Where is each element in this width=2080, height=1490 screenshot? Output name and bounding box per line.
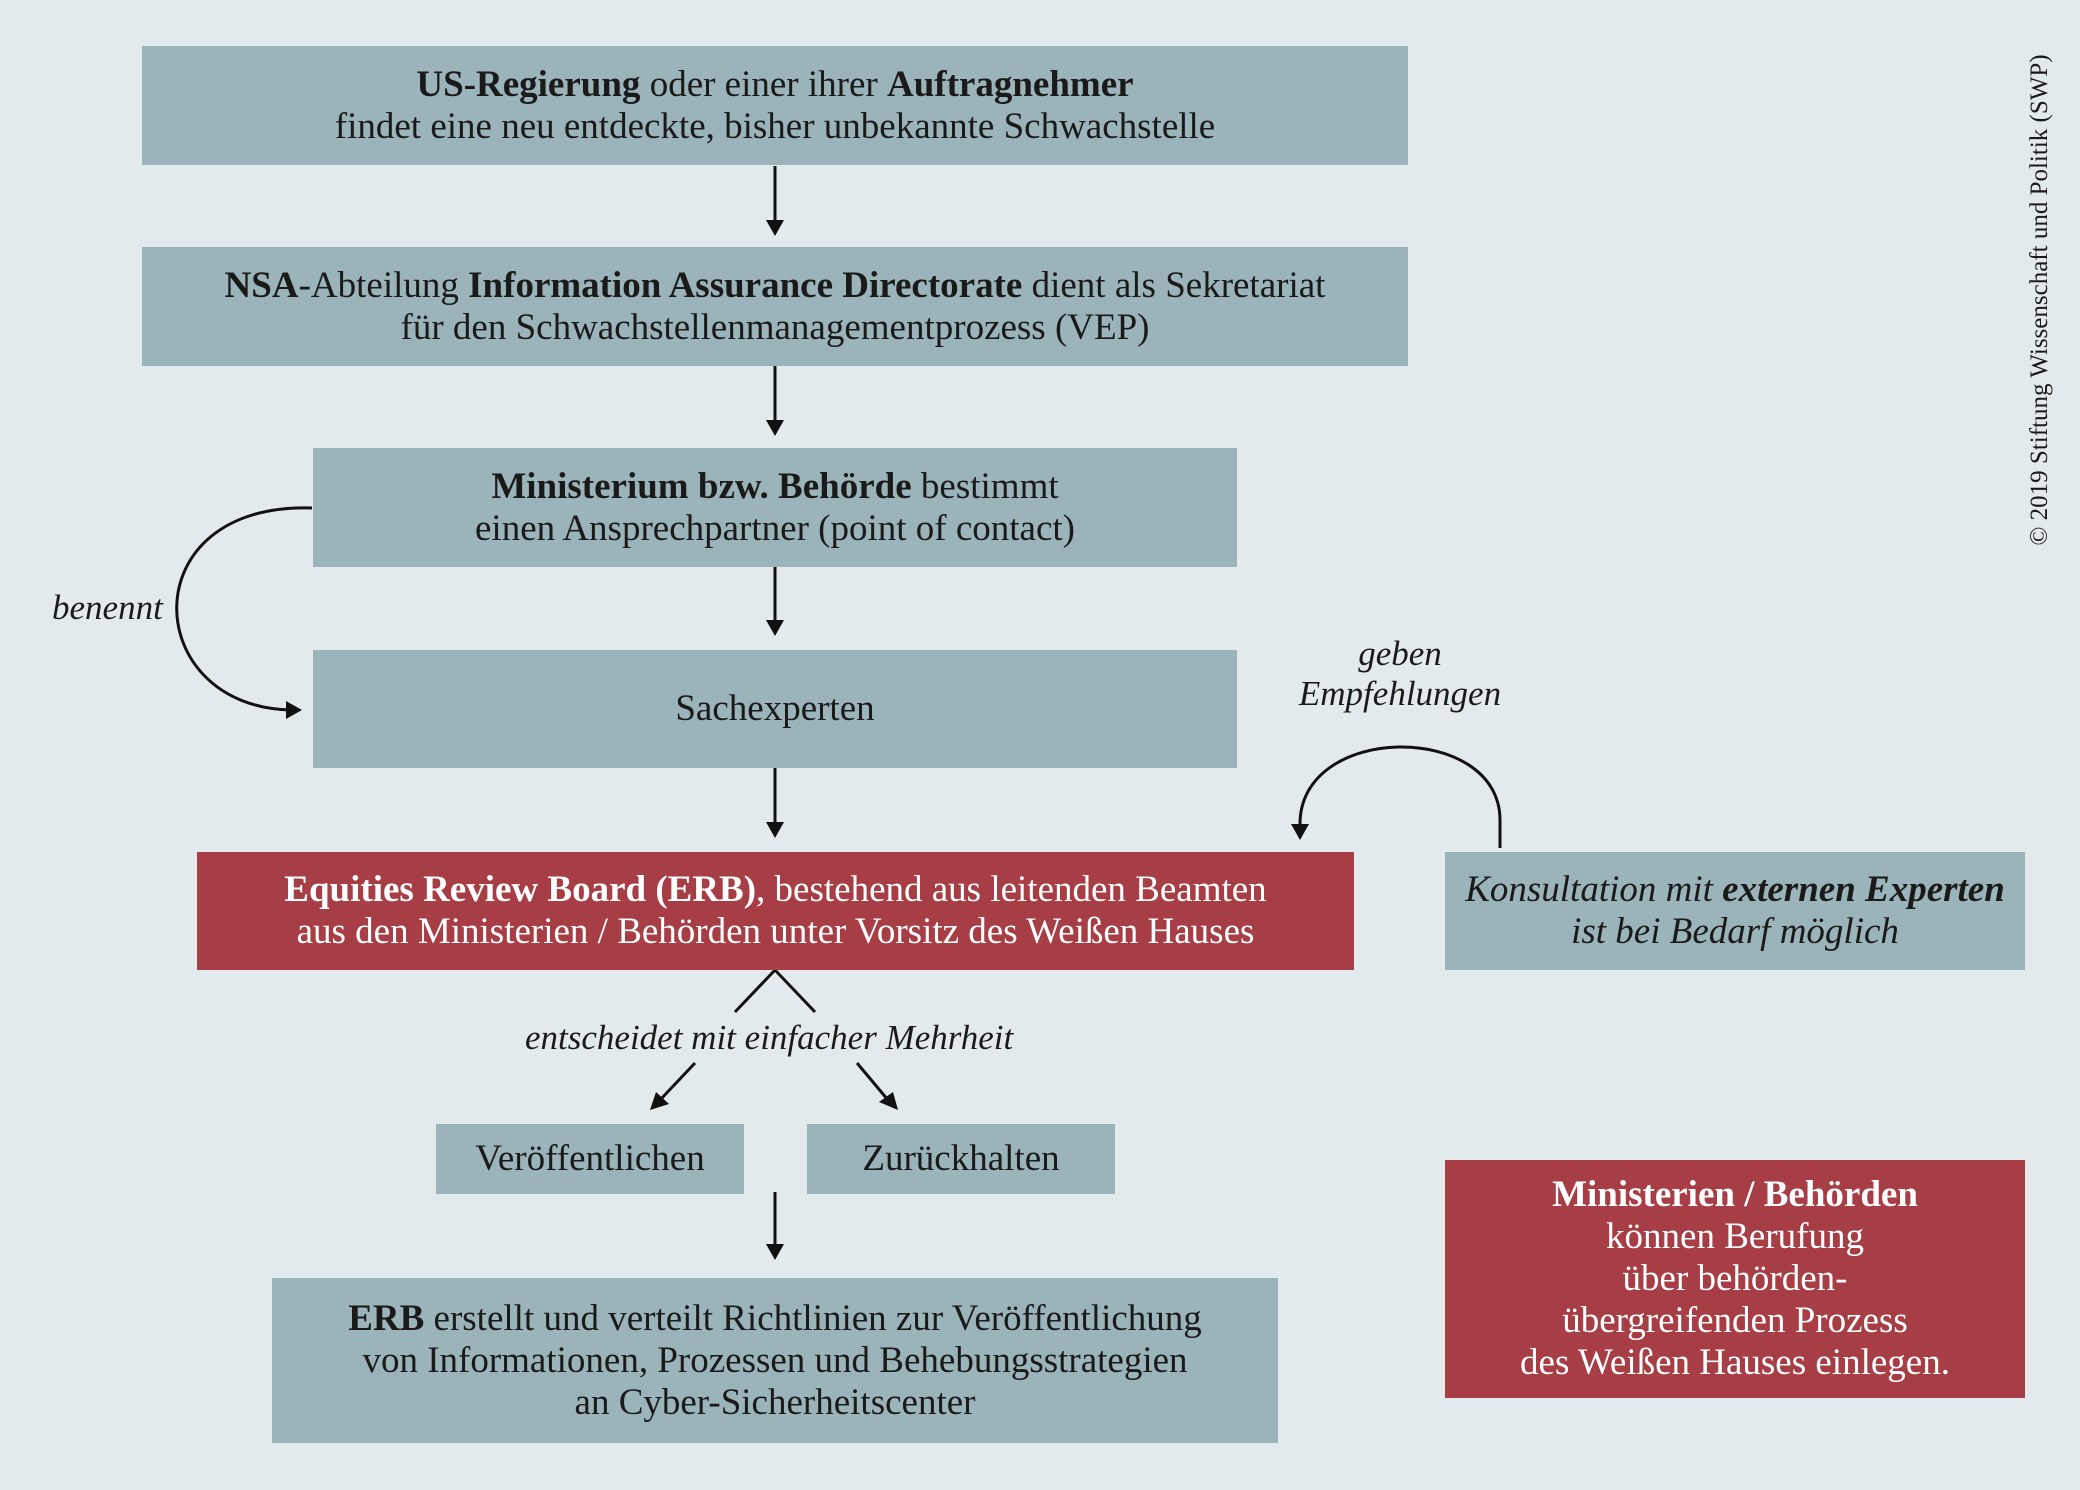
box-erb-richtlinien-line2: von Informationen, Prozessen und Behebun…: [362, 1339, 1188, 1381]
box-berufung-line1: Ministerien / Behörden: [1552, 1174, 1918, 1215]
box-equities-review-board: Equities Review Board (ERB), bestehend a…: [197, 852, 1354, 970]
label-geben-line1: geben: [1358, 634, 1442, 673]
box-zurueckhalten: Zurückhalten: [807, 1124, 1115, 1194]
label-geben-empfehlungen: geben Empfehlungen: [1290, 634, 1510, 714]
split-connector: [733, 967, 817, 1014]
arrow-to-zurueckhalten: [855, 1062, 890, 1101]
box-konsultation-line1: Konsultation mit externen Experten: [1465, 869, 2005, 910]
box-ministerium-line2: einen Ansprechpartner (point of contact): [475, 507, 1075, 549]
box-berufung-line5: des Weißen Hauses einlegen.: [1520, 1342, 1950, 1383]
box-erb-line1: Equities Review Board (ERB), bestehend a…: [284, 869, 1267, 910]
box-sachexperten-label: Sachexperten: [675, 688, 875, 729]
arrow-to-veroeffentlichen: [658, 1061, 697, 1102]
copyright-notice: © 2019 Stiftung Wissenschaft und Politik…: [2026, 54, 2053, 546]
box-konsultation-line2: ist bei Bedarf möglich: [1571, 911, 1899, 952]
label-geben-line2: Empfehlungen: [1298, 674, 1502, 713]
box-zurueckhalten-label: Zurückhalten: [862, 1138, 1060, 1179]
box-ministerium: Ministerium bzw. Behörde bestimmt einen …: [313, 448, 1237, 567]
arrow-empfehlungen-curve: [1298, 745, 1502, 848]
box-ministerium-line1: Ministerium bzw. Behörde bestimmt: [491, 465, 1059, 507]
box-veroeffentlichen: Veröffentlichen: [436, 1124, 744, 1194]
arrow-benennt-curve: [175, 506, 313, 712]
box-us-regierung: US-Regierung oder einer ihrer Auftragneh…: [142, 46, 1408, 165]
box-erb-richtlinien-line1: ERB erstellt und verteilt Richtlinien zu…: [348, 1297, 1202, 1339]
box-veroeffentlichen-label: Veröffentlichen: [475, 1138, 705, 1179]
box-nsa-line1: NSA-Abteilung Information Assurance Dire…: [224, 264, 1326, 306]
box-berufung-line2: können Berufung: [1606, 1216, 1864, 1257]
box-us-regierung-line2: findet eine neu entdeckte, bisher unbeka…: [334, 105, 1216, 147]
box-berufung-line4: übergreifenden Prozess: [1562, 1300, 1908, 1341]
label-benennt: benennt: [52, 588, 163, 627]
box-erb-richtlinien: ERB erstellt und verteilt Richtlinien zu…: [272, 1278, 1278, 1443]
label-entscheidet: entscheidet mit einfacher Mehrheit: [525, 1018, 1014, 1057]
box-us-regierung-line1: US-Regierung oder einer ihrer Auftragneh…: [416, 63, 1134, 105]
box-berufung-line3: über behörden-: [1622, 1258, 1848, 1299]
box-nsa-abteilung: NSA-Abteilung Information Assurance Dire…: [142, 247, 1408, 366]
box-sachexperten: Sachexperten: [313, 650, 1237, 768]
box-erb-richtlinien-line3: an Cyber-Sicherheitscenter: [574, 1381, 976, 1423]
box-konsultation: Konsultation mit externen Experten ist b…: [1445, 852, 2025, 970]
box-erb-line2: aus den Ministerien / Behörden unter Vor…: [296, 911, 1255, 952]
box-nsa-line2: für den Schwachstellenmanagementprozess …: [400, 306, 1150, 348]
box-berufung: Ministerien / Behörden können Berufung ü…: [1445, 1160, 2025, 1398]
